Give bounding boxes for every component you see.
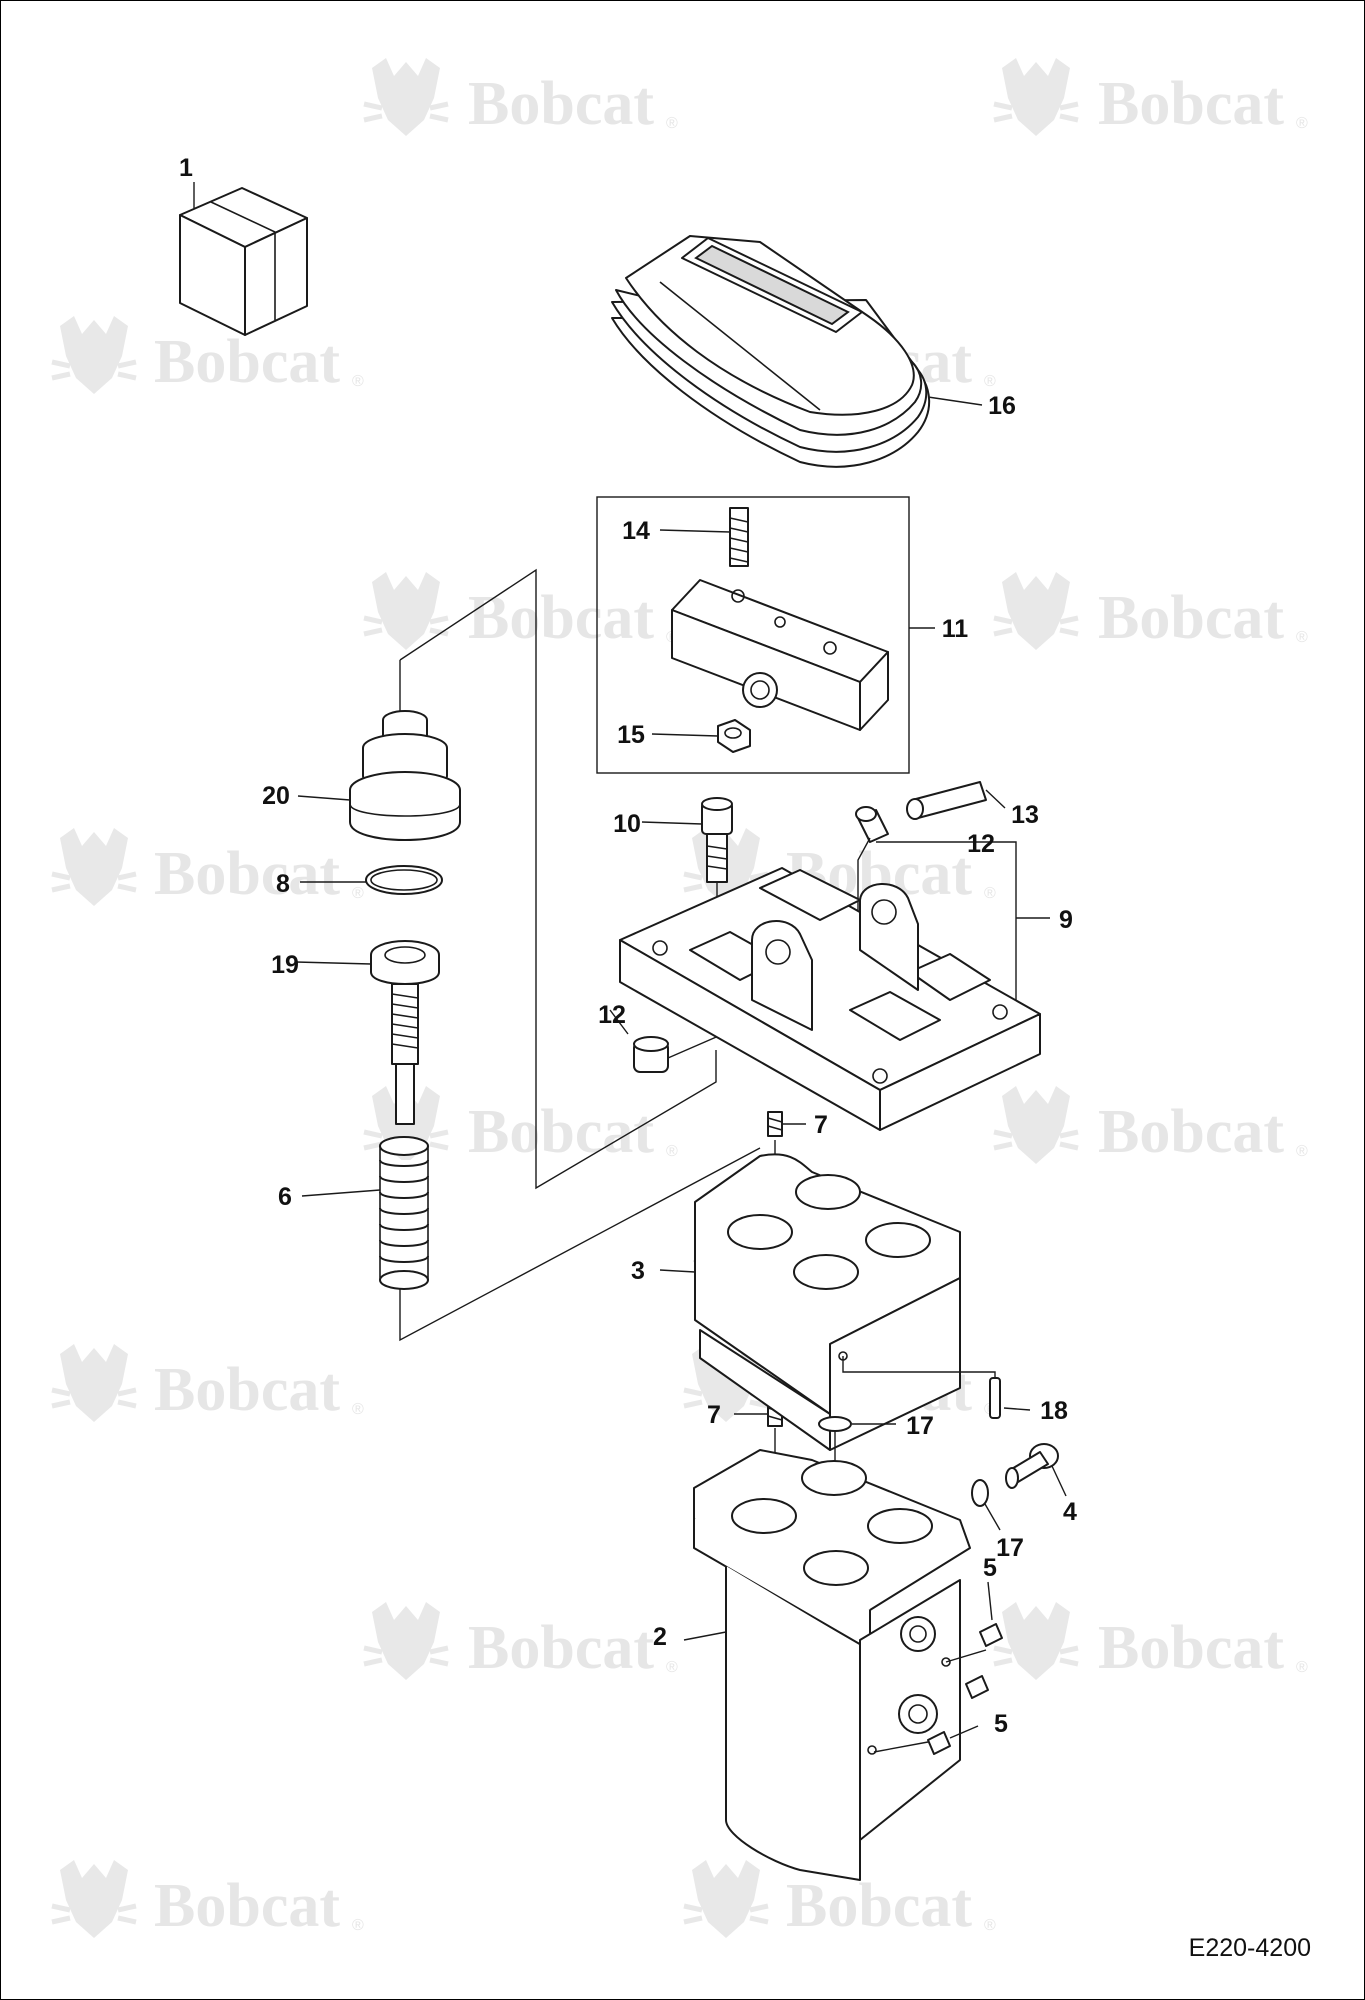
watermark-brand: Bobcat — [1098, 70, 1284, 138]
part-7-set-screw-upper — [767, 1111, 806, 1190]
callout-4: 4 — [1063, 1498, 1077, 1526]
callout-10: 10 — [613, 810, 641, 838]
callout-17: 17 — [906, 1412, 934, 1440]
part-14-set-screw — [659, 507, 749, 567]
watermark-registered: ® — [666, 1659, 678, 1676]
callout-5: 5 — [983, 1554, 997, 1582]
callout-19: 19 — [271, 951, 299, 979]
part-10-bolt — [641, 797, 733, 932]
callout-15: 15 — [617, 721, 645, 749]
watermark-registered: ® — [352, 1917, 364, 1934]
watermark-registered: ® — [352, 885, 364, 902]
callout-17: 17 — [996, 1534, 1024, 1562]
part-5-set-screw-a — [979, 1581, 1003, 1647]
part-19-spool — [295, 940, 440, 1125]
watermark-brand: Bobcat — [786, 1872, 972, 1940]
drawing-code: E220-4200 — [1189, 1934, 1311, 1962]
watermark-registered: ® — [352, 373, 364, 390]
part-1-kit-box — [179, 182, 308, 336]
watermark-registered: ® — [1296, 1659, 1308, 1676]
watermark-brand: Bobcat — [154, 1872, 340, 1940]
watermark-brand: Bobcat — [468, 1614, 654, 1682]
watermark-brand: Bobcat — [154, 328, 340, 396]
assembly-line-left — [399, 568, 717, 1190]
callout-8: 8 — [276, 870, 290, 898]
part-16-boot — [611, 235, 983, 468]
callout-12: 12 — [598, 1001, 626, 1029]
part-20-plug — [297, 710, 461, 841]
callout-12: 12 — [967, 830, 995, 858]
watermark-brand: Bobcat — [468, 70, 654, 138]
watermark-registered: ® — [984, 373, 996, 390]
watermark-registered: ® — [666, 1143, 678, 1160]
callout-13: 13 — [1011, 801, 1039, 829]
part-6-spring — [301, 1136, 429, 1290]
watermark-layer: Bobcat ® Bobcat ® Bobcat ® Bobcat ® Bobc… — [52, 58, 1308, 1940]
watermark-brand: Bobcat — [468, 1098, 654, 1166]
callout-3: 3 — [631, 1257, 645, 1285]
callout-11: 11 — [942, 615, 969, 643]
watermark-registered: ® — [352, 1401, 364, 1418]
part-4-plug — [1005, 1443, 1067, 1497]
part-18-dowel-pin — [842, 1356, 1031, 1419]
part-11-cam-plate — [671, 579, 889, 731]
callout-7: 7 — [707, 1401, 721, 1429]
assembly-line-bottom — [399, 1147, 761, 1342]
part-13-pin — [906, 781, 1006, 820]
part-2-lower-body — [683, 1449, 971, 1881]
watermark-registered: ® — [666, 115, 678, 132]
watermark-brand: Bobcat — [1098, 1614, 1284, 1682]
watermark-registered: ® — [1296, 1143, 1308, 1160]
callout-7: 7 — [814, 1111, 828, 1139]
part-12-bushing-top — [855, 806, 1050, 1001]
callout-14: 14 — [622, 517, 650, 545]
part-15-nut — [651, 719, 751, 753]
watermark-brand: Bobcat — [1098, 1098, 1284, 1166]
callout-9: 9 — [1059, 906, 1073, 934]
watermark-brand: Bobcat — [154, 1356, 340, 1424]
callout-5: 5 — [994, 1710, 1008, 1738]
callout-6: 6 — [278, 1183, 292, 1211]
watermark-registered: ® — [984, 885, 996, 902]
callout-2: 2 — [653, 1623, 667, 1651]
watermark-brand: Bobcat — [468, 584, 654, 652]
watermark-brand: Bobcat — [154, 840, 340, 908]
watermark-registered: ® — [1296, 115, 1308, 132]
callout-1: 1 — [179, 154, 193, 182]
kit-11-frame — [596, 496, 910, 774]
part-17-o-ring-lower — [971, 1479, 1001, 1531]
part-5-set-screw-b — [945, 1649, 989, 1699]
watermark-registered: ® — [1296, 629, 1308, 646]
part-9-top-plate — [619, 867, 1041, 1131]
callout-20: 20 — [262, 782, 290, 810]
watermark-registered: ® — [984, 1917, 996, 1934]
watermark-brand: Bobcat — [1098, 584, 1284, 652]
callout-16: 16 — [988, 392, 1016, 420]
part-5-set-screw-c — [873, 1725, 979, 1755]
callout-18: 18 — [1040, 1397, 1068, 1425]
part-8-o-ring — [300, 865, 443, 895]
part-3-middle-body — [659, 1153, 961, 1451]
